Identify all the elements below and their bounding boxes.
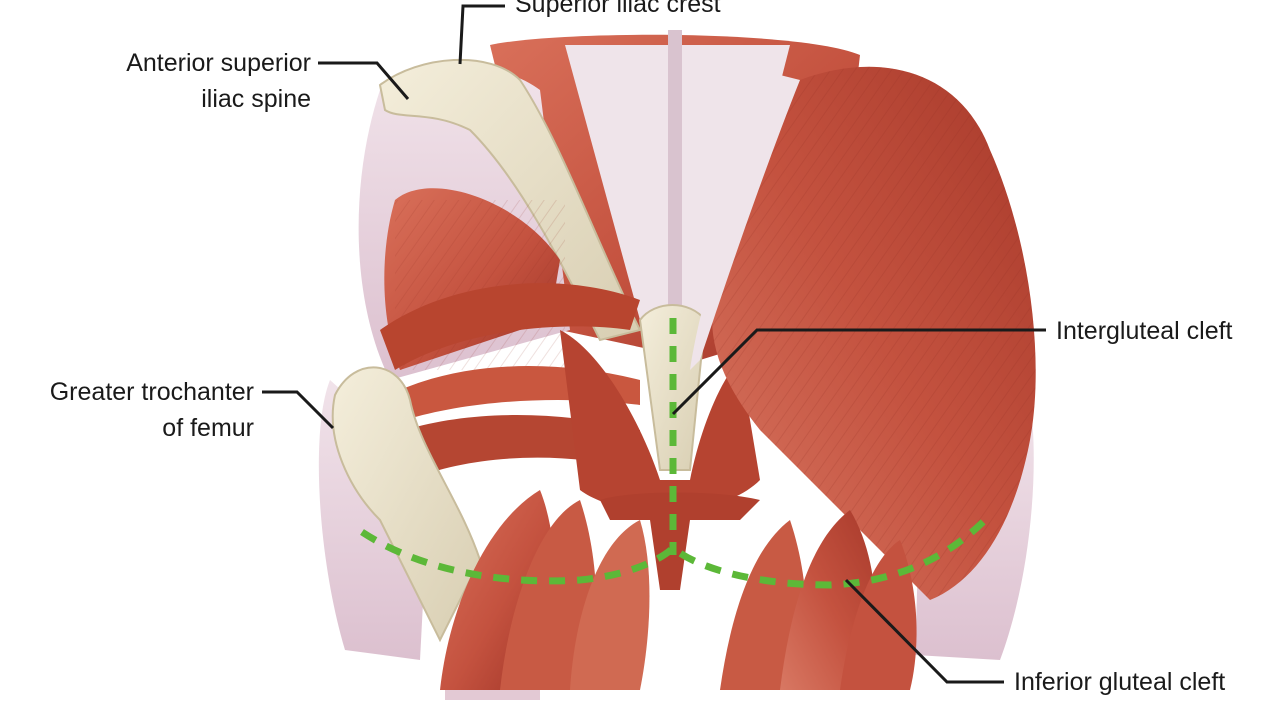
perineal-region: [600, 492, 760, 590]
label-superior-iliac-crest: Superior iliac crest: [515, 0, 721, 22]
leader-anterior-superior-iliac-spine: [318, 61, 410, 100]
label-superior-iliac-crest-text: Superior iliac crest: [515, 0, 721, 18]
right-gluteus-maximus-fibers: [712, 66, 1036, 600]
label-anterior-superior-iliac-spine: Anterior superior iliac spine: [126, 45, 311, 117]
leader-lines: [262, 4, 1046, 684]
label-asis-line1: Anterior superior: [126, 49, 311, 77]
label-inferior-gluteal-cleft: Inferior gluteal cleft: [1014, 664, 1225, 700]
left-piriformis: [380, 283, 640, 370]
leader-inferior-gluteal-cleft: [844, 578, 1004, 684]
leader-intergluteal-cleft: [671, 328, 1046, 416]
hamstring-muscles: [440, 490, 917, 700]
left-iliac-bone: [378, 58, 642, 342]
right-gluteal-fascia-edge: [690, 75, 800, 370]
label-greater-trochanter-line2: of femur: [162, 414, 254, 442]
label-greater-trochanter: Greater trochanter of femur: [50, 374, 254, 446]
label-inferior-gluteal-cleft-text: Inferior gluteal cleft: [1014, 668, 1226, 696]
label-intergluteal-cleft: Intergluteal cleft: [1056, 313, 1233, 349]
label-asis-line2: iliac spine: [201, 85, 311, 113]
label-intergluteal-cleft-text: Intergluteal cleft: [1056, 317, 1233, 345]
spinal-groove: [668, 30, 682, 330]
leader-greater-trochanter: [262, 390, 335, 430]
leader-superior-iliac-crest: [458, 4, 505, 65]
pelvic-floor-muscles: [560, 330, 760, 512]
label-greater-trochanter-line1: Greater trochanter: [49, 378, 254, 406]
